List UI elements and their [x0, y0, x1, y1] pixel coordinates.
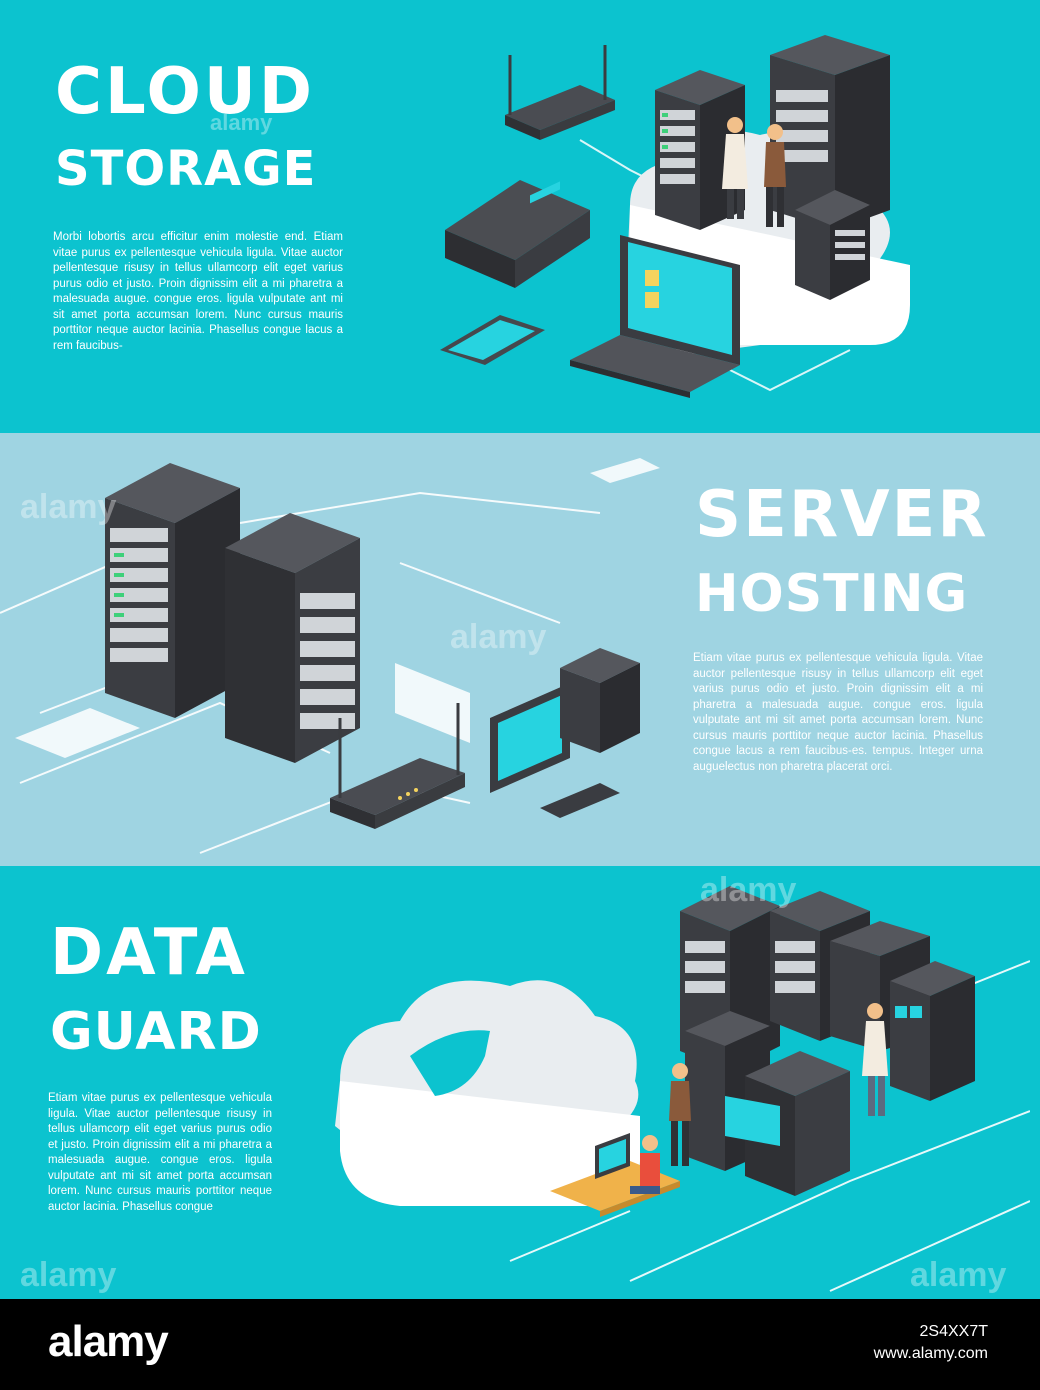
banner-server-hosting: SERVER HOSTING Etiam vitae purus ex pell…: [0, 433, 1040, 866]
banner-body-text: Etiam vitae purus ex pellentesque vehicu…: [693, 652, 983, 773]
server-rack-icon: [770, 35, 890, 230]
data-guard-illustration: [335, 886, 1030, 1292]
watermark: alamy: [20, 1256, 117, 1294]
banner-title-line2: GUARD: [50, 1002, 262, 1062]
cloud-icon: [335, 980, 640, 1206]
banner-title-line1: SERVER: [695, 478, 989, 552]
alamy-logo: alamy: [48, 1317, 169, 1366]
banner-body-text: Etiam vitae purus ex pellentesque vehicu…: [48, 1092, 272, 1213]
desktop-computer-icon: [490, 648, 640, 818]
server-rack-icon: [105, 463, 240, 718]
watermark: alamy: [20, 488, 117, 526]
watermark: alamy: [210, 110, 273, 135]
laptop-icon: [570, 235, 740, 398]
site-url: www.alamy.com: [873, 1345, 988, 1362]
shield-icon: [410, 1030, 490, 1096]
tablet-icon: [440, 315, 545, 365]
banner-title-line2: STORAGE: [55, 141, 317, 197]
server-rack-icon: [795, 190, 870, 300]
stock-footer: alamy 2S4XX7T www.alamy.com: [0, 1299, 1040, 1390]
watermark: alamy: [450, 618, 547, 656]
banner-title-line1: DATA: [50, 916, 248, 990]
banner-title-line1: CLOUD: [55, 55, 315, 129]
server-hosting-illustration: [0, 458, 660, 854]
technician-person-icon: [722, 117, 748, 219]
server-rack-icon: [225, 513, 360, 763]
router-icon: [330, 703, 465, 829]
storage-box-icon: [445, 180, 590, 288]
image-id-block: 2S4XX7T www.alamy.com: [874, 1321, 988, 1365]
banner-data-guard: DATA GUARD Etiam vitae purus ex pellente…: [0, 866, 1040, 1299]
watermark: alamy: [700, 871, 797, 909]
watermark: alamy: [910, 1256, 1007, 1294]
router-icon: [505, 45, 615, 140]
technician-person-icon: [669, 1063, 691, 1166]
server-rack-icon: [725, 1051, 850, 1196]
technician-person-icon: [764, 124, 786, 227]
banner-title-line2: HOSTING: [695, 564, 969, 624]
technician-person-icon: [862, 1003, 888, 1116]
image-id: 2S4XX7T: [919, 1323, 988, 1340]
banner-body-text: Morbi lobortis arcu efficitur enim moles…: [53, 231, 343, 352]
server-rack-icon: [890, 961, 975, 1101]
cloud-storage-illustration: [440, 35, 910, 398]
banner-cloud-storage: CLOUD STORAGE Morbi lobortis arcu effici…: [0, 0, 1040, 433]
desk-workstation-icon: [550, 1133, 680, 1217]
